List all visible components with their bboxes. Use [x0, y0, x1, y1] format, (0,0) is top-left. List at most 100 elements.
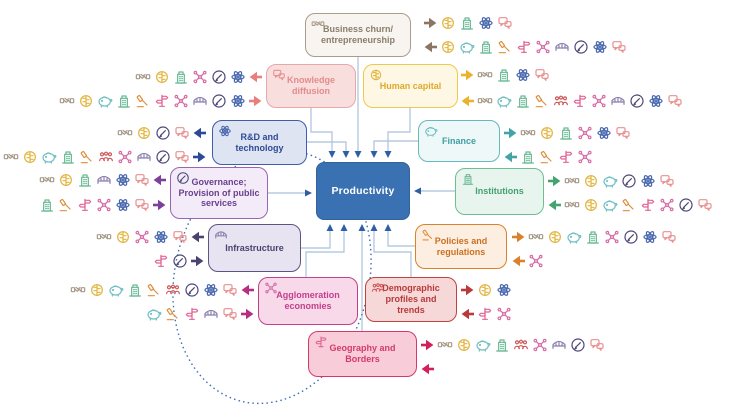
- brain-icon: [440, 39, 456, 55]
- gavel-icon: [534, 93, 550, 109]
- building-icon: [60, 149, 76, 165]
- network-icon: [117, 149, 133, 165]
- node-demographic: Demographic profiles and trends: [365, 277, 457, 322]
- speech-bubbles-icon: [134, 172, 150, 188]
- handshake-icon: [96, 229, 112, 245]
- gavel-icon: [146, 282, 162, 298]
- brain-icon: [78, 93, 94, 109]
- speech-bubbles-icon: [222, 306, 238, 322]
- connector-line: [384, 224, 415, 247]
- gavel-icon: [421, 228, 435, 242]
- influence-row-finance-out: [504, 124, 631, 142]
- atom-icon: [592, 39, 608, 55]
- bridge-icon: [96, 172, 112, 188]
- handshake-icon: [520, 125, 536, 141]
- signpost-icon: [153, 253, 169, 269]
- brain-icon: [115, 229, 131, 245]
- handshake-icon: [311, 17, 325, 31]
- connector-line: [307, 141, 350, 158]
- piggy-bank-icon: [146, 306, 162, 322]
- handshake-icon: [528, 229, 544, 245]
- influence-row-rd-out: [117, 124, 206, 142]
- signpost-icon: [77, 197, 93, 213]
- handshake-icon: [477, 93, 493, 109]
- influence-row-demographic-out: [461, 281, 512, 299]
- influence-row-demographic-in: [461, 305, 512, 323]
- speech-bubbles-icon: [222, 282, 238, 298]
- connector-line: [370, 224, 412, 277]
- brain-icon: [456, 337, 472, 353]
- influence-row-knowledge-out: [135, 68, 262, 86]
- piggy-bank-icon: [41, 149, 57, 165]
- piggy-bank-icon: [459, 39, 475, 55]
- node-label: Agglomeration economies: [276, 290, 340, 311]
- gavel-icon: [497, 39, 513, 55]
- signpost-icon: [184, 306, 200, 322]
- node-label: R&D and technology: [235, 131, 284, 153]
- gavel-icon: [79, 149, 95, 165]
- node-label: Finance: [441, 135, 476, 146]
- node-label: Business churn/ entrepreneurship: [320, 24, 396, 45]
- piggy-bank-icon: [602, 173, 618, 189]
- arrow-left-icon: [153, 174, 166, 186]
- people-icon: [371, 281, 385, 295]
- influence-row-rd-in: [3, 148, 206, 166]
- building-icon: [494, 337, 510, 353]
- arrow-right-icon: [461, 284, 474, 296]
- pen-icon: [678, 197, 694, 213]
- atom-icon: [115, 197, 131, 213]
- pen-icon: [573, 39, 589, 55]
- handshake-icon: [117, 125, 133, 141]
- influence-row-knowledge-in: [59, 92, 262, 110]
- speech-bubbles-icon: [611, 39, 627, 55]
- influence-row-governance-in: [39, 196, 166, 214]
- bridge-icon: [214, 228, 228, 242]
- piggy-bank-icon: [475, 337, 491, 353]
- speech-bubbles-icon: [272, 68, 286, 82]
- node-label: Knowledge diffusion: [286, 75, 335, 96]
- pen-icon: [155, 149, 171, 165]
- influence-row-institutions-in: [548, 196, 713, 214]
- influence-row-geography-out: [421, 336, 605, 354]
- atom-icon: [115, 172, 131, 188]
- building-icon: [478, 39, 494, 55]
- network-icon: [577, 125, 593, 141]
- node-business: Business churn/ entrepreneurship: [305, 13, 411, 57]
- arrow-left-icon: [424, 41, 437, 53]
- network-icon: [134, 229, 150, 245]
- network-icon: [659, 197, 675, 213]
- signpost-icon: [558, 149, 574, 165]
- gavel-icon: [135, 93, 151, 109]
- arrow-right-icon: [512, 231, 525, 243]
- bridge-icon: [554, 39, 570, 55]
- network-icon: [604, 229, 620, 245]
- handshake-icon: [564, 197, 580, 213]
- building-icon: [461, 172, 475, 186]
- building-icon: [116, 93, 132, 109]
- building-icon: [585, 229, 601, 245]
- pen-icon: [184, 282, 200, 298]
- handshake-icon: [70, 282, 86, 298]
- gavel-icon: [58, 197, 74, 213]
- speech-bubbles-icon: [659, 173, 675, 189]
- atom-icon: [648, 93, 664, 109]
- node-label: Governance; Provision of public services: [178, 176, 260, 209]
- atom-icon: [153, 229, 169, 245]
- pen-icon: [629, 93, 645, 109]
- brain-icon: [58, 172, 74, 188]
- node-label: Human capital: [379, 80, 442, 91]
- arrow-left-icon: [249, 71, 262, 83]
- arrow-left-icon: [241, 284, 254, 296]
- influence-row-human-out: [461, 66, 550, 84]
- brain-icon: [22, 149, 38, 165]
- node-rd: R&D and technology: [212, 120, 307, 165]
- building-icon: [127, 282, 143, 298]
- handshake-icon: [59, 93, 75, 109]
- handshake-icon: [3, 149, 19, 165]
- node-governance: Governance; Provision of public services: [170, 167, 268, 219]
- atom-icon: [515, 67, 531, 83]
- influence-row-institutions-out: [548, 172, 675, 190]
- brain-icon: [440, 15, 456, 31]
- handshake-icon: [477, 67, 493, 83]
- network-icon: [532, 337, 548, 353]
